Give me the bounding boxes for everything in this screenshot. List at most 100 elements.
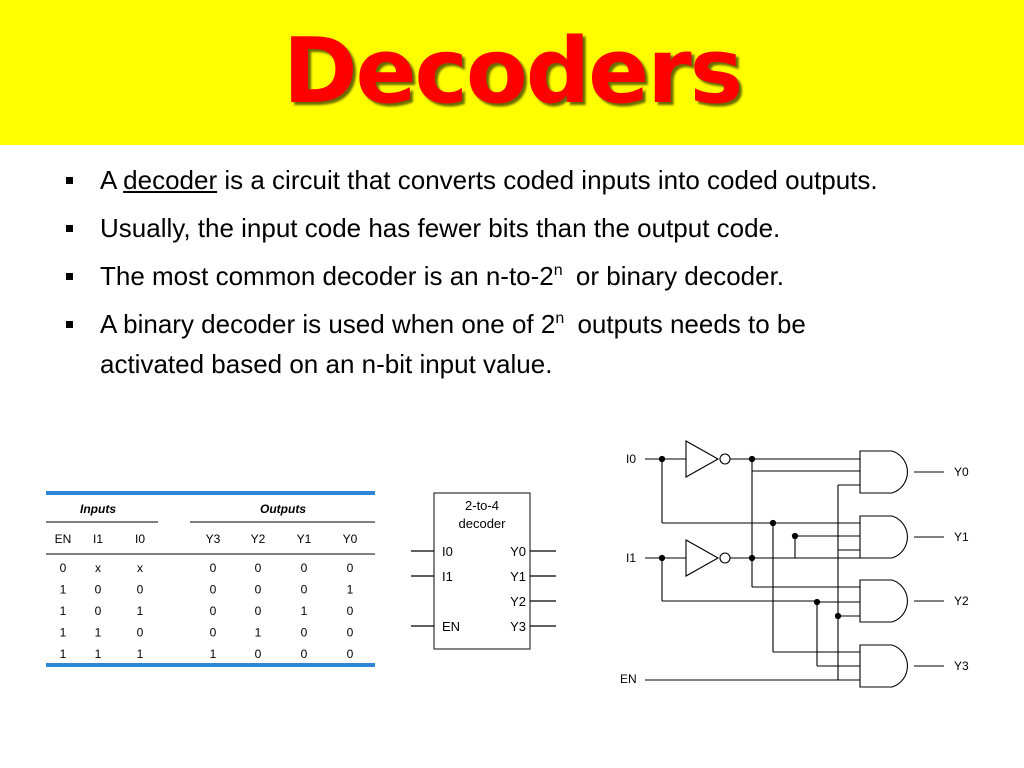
block-input-label: I0 [442,544,453,559]
bullet-list: A decoder is a circuit that converts cod… [62,160,982,392]
junction-dot [658,554,666,562]
bullet-item: The most common decoder is an n-to-2n or… [62,256,982,296]
table-cell: 1 [255,626,262,640]
table-cell: 0 [137,626,144,640]
block-output-label: Y2 [510,594,526,609]
not-gate-icon [685,440,720,478]
not-gate-icon [685,539,720,577]
inversion-bubble-icon [719,453,731,465]
outputs-group-label: Outputs [260,502,306,516]
block-output-label: Y1 [510,569,526,584]
decoder-circuit: I0 I1 EN [620,440,969,688]
circuit-input-label: I0 [626,452,636,466]
table-cell: 0 [301,561,308,575]
table-cell: 1 [95,626,102,640]
table-cell: 0 [210,626,217,640]
table-cell: 0 [347,604,354,618]
superscript: n [555,310,565,327]
column-header: I1 [93,532,103,546]
table-cell: 0 [347,647,354,661]
table-cell: 1 [210,647,217,661]
table-cell: 1 [60,604,67,618]
table-row: 1 1 0 0 1 0 0 [60,626,354,640]
and-gate-icon [859,450,908,494]
junction-dot [813,598,821,606]
block-input-label: EN [442,619,460,634]
column-header: Y3 [206,532,221,546]
circuit-output-label: Y3 [954,659,969,673]
block-title-line2: decoder [459,516,507,531]
column-header: Y0 [343,532,358,546]
table-cell: 0 [347,561,354,575]
circuit-input-label: EN [620,672,637,686]
bullet-text: The most common decoder is an n-to-2 [100,261,554,291]
junction-dot [748,554,756,562]
table-cell: 0 [255,647,262,661]
table-cell: 0 [95,583,102,597]
table-cell: 0 [301,647,308,661]
bullet-item: A decoder is a circuit that converts cod… [62,160,982,200]
table-cell: 1 [137,647,144,661]
table-cell: 0 [255,604,262,618]
table-cell: 0 [347,626,354,640]
circuit-output-label: Y2 [954,594,969,608]
table-cell: 0 [301,583,308,597]
inversion-bubble-icon [719,552,731,564]
table-cell: x [137,561,143,575]
bullet-text: outputs needs to be [577,309,806,339]
bullet-text: A [100,165,116,195]
junction-dot [791,532,799,540]
column-header: EN [55,532,72,546]
bullet-text: activated based on an n-bit input value. [100,349,553,379]
column-header: Y2 [251,532,266,546]
inputs-group-label: Inputs [80,502,116,516]
circuit-output-label: Y0 [954,465,969,479]
circuit-output-label: Y1 [954,530,969,544]
junction-dot [748,455,756,463]
and-gate-icon [859,644,908,688]
bullet-text: is a circuit that converts coded inputs … [224,165,878,195]
bullet-square-icon [66,273,73,280]
junction-dot [834,612,842,620]
bullet-text: A binary decoder is used when one of 2 [100,309,556,339]
column-header: Y1 [297,532,312,546]
block-input-label: I1 [442,569,453,584]
slide-title: Decoders [282,19,743,124]
table-cell: 0 [301,626,308,640]
table-cell: 1 [95,647,102,661]
block-title-line1: 2-to-4 [465,498,499,513]
superscript: n [553,262,563,279]
table-header-row: EN I1 I0 Y3 Y2 Y1 Y0 [55,532,358,546]
bullet-square-icon [66,225,73,232]
title-bar [0,0,1024,145]
bullet-text: or binary decoder. [575,261,785,291]
table-cell: 0 [255,561,262,575]
table-cell: 0 [210,583,217,597]
table-cell: 1 [347,583,354,597]
and-gate-icon [859,515,908,559]
table-cell: 0 [137,583,144,597]
junction-dot [769,519,777,527]
block-output-label: Y0 [510,544,526,559]
table-cell: 0 [95,604,102,618]
table-cell: 1 [60,647,67,661]
bullet-square-icon [66,177,73,184]
column-header: I0 [135,532,145,546]
bullet-item: Usually, the input code has fewer bits t… [62,208,982,248]
table-cell: 1 [60,583,67,597]
table-cell: 1 [60,626,67,640]
table-row: 1 1 1 1 0 0 0 [60,647,354,661]
and-gate-icon [859,579,908,623]
circuit-input-label: I1 [626,551,636,565]
table-cell: 1 [137,604,144,618]
table-cell: 0 [210,561,217,575]
table-cell: 0 [60,561,67,575]
decoder-block [433,492,531,650]
table-cell: 1 [301,604,308,618]
bullet-item: A binary decoder is used when one of 2n … [62,304,982,384]
block-output-label: Y3 [510,619,526,634]
